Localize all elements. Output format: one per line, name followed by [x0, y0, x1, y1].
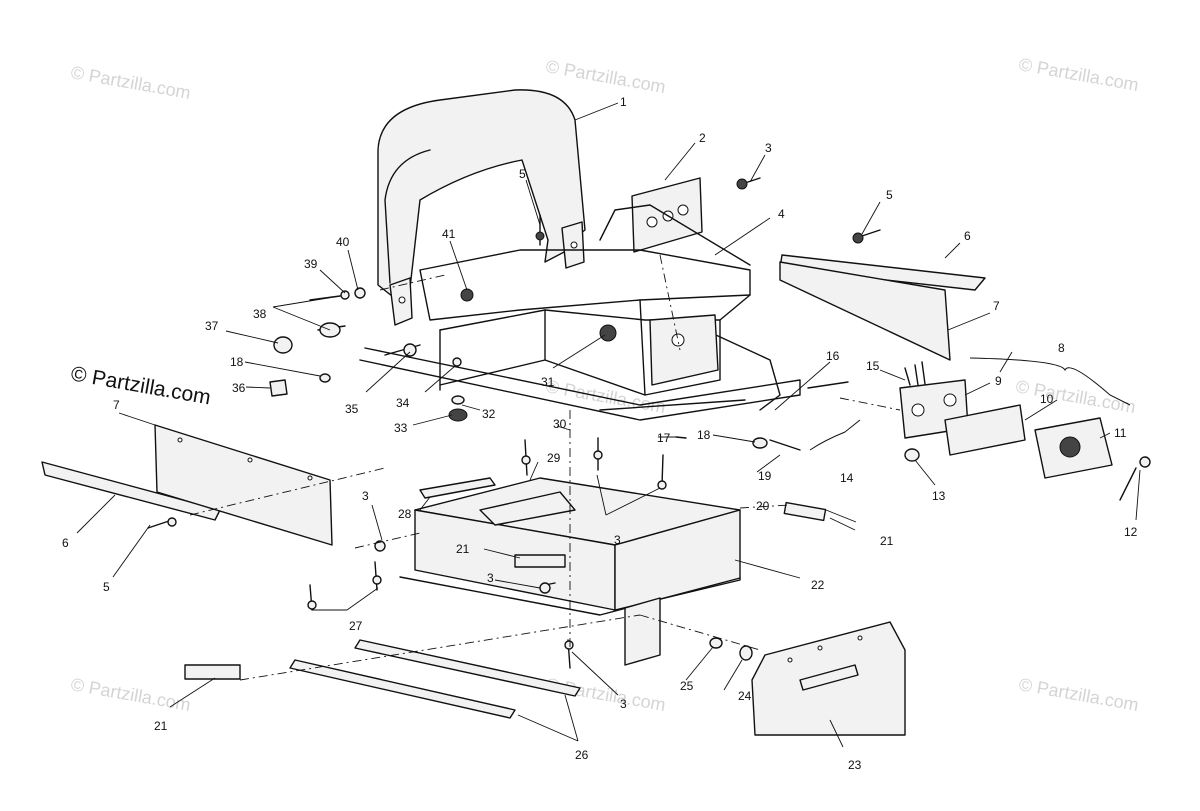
- callout-label: 27: [349, 619, 363, 633]
- callout-label: 3: [362, 489, 369, 503]
- callout-label: 9: [995, 374, 1002, 388]
- callout-label: 21: [456, 542, 470, 556]
- assembly-lines: [189, 254, 901, 681]
- label-decal: [783, 501, 827, 522]
- callout-label: 10: [1040, 392, 1054, 406]
- callout-label: 2: [699, 131, 706, 145]
- callout-label: 3: [487, 571, 494, 585]
- watermark-layer: © Partzilla.com © Partzilla.com © Partzi…: [69, 54, 1140, 715]
- cargo-box: [399, 477, 741, 666]
- callout-label: 6: [964, 229, 971, 243]
- callout-label: 12: [1124, 525, 1138, 539]
- callout-label: 5: [886, 188, 893, 202]
- callout-label: 21: [154, 719, 168, 733]
- callout-label: 4: [778, 207, 785, 221]
- callout-label: 24: [738, 689, 752, 703]
- callout-label: 22: [811, 578, 825, 592]
- callout-label: 33: [394, 421, 408, 435]
- watermark: © Partzilla.com: [544, 376, 667, 417]
- callout-label: 17: [657, 431, 671, 445]
- callout-label: 19: [758, 469, 772, 483]
- callout-label: 14: [840, 471, 854, 485]
- mud-flap: [751, 621, 906, 736]
- watermark: © Partzilla.com: [69, 62, 192, 103]
- callout-label: 6: [62, 536, 69, 550]
- callout-label: 28: [398, 507, 412, 521]
- watermark: © Partzilla.com: [1017, 54, 1140, 95]
- callout-label: 36: [232, 381, 246, 395]
- callout-label: 3: [620, 697, 627, 711]
- fasteners: [147, 177, 1151, 669]
- rack-frame: [419, 204, 781, 411]
- callout-label: 15: [866, 359, 880, 373]
- callout-label: 7: [993, 299, 1000, 313]
- callout-label: 11: [1114, 426, 1127, 440]
- watermark: © Partzilla.com: [1014, 376, 1137, 417]
- callout-label: 18: [697, 428, 711, 442]
- callout-label: 8: [1058, 341, 1065, 355]
- callout-label: 41: [442, 227, 456, 241]
- callout-label: 25: [680, 679, 694, 693]
- callout-label: 39: [304, 257, 318, 271]
- callout-label: 7: [113, 398, 120, 412]
- callout-label: 21: [880, 534, 894, 548]
- left-side-rail: [41, 424, 333, 546]
- callout-label: 35: [345, 402, 359, 416]
- cross-bar: [359, 347, 801, 421]
- callout-label: 20: [756, 499, 770, 513]
- watermark: © Partzilla.com: [544, 56, 667, 97]
- callout-label: 38: [253, 307, 267, 321]
- watermark: © Partzilla.com: [544, 674, 667, 715]
- callout-label: 3: [614, 533, 621, 547]
- callout-label: 5: [519, 167, 526, 181]
- right-side-rail: [779, 254, 986, 361]
- backrest: [377, 89, 586, 326]
- callout-label: 13: [932, 489, 946, 503]
- callout-label: 16: [826, 349, 840, 363]
- callout-label: 31: [541, 375, 555, 389]
- callout-label: 1: [620, 95, 627, 109]
- callout-label: 30: [553, 417, 567, 431]
- taillight-assembly: [899, 361, 1113, 479]
- callout-label: 37: [205, 319, 219, 333]
- watermark: © Partzilla.com: [1017, 674, 1140, 715]
- callout-label: 34: [396, 396, 410, 410]
- runners: [289, 639, 581, 719]
- callout-labels: 1 2 3 4 5 5 6 7 8 9 10 11 12 13 14 15 16…: [62, 95, 1138, 772]
- watermark: © Partzilla.com: [69, 674, 192, 715]
- callout-label: 32: [482, 407, 496, 421]
- label-decal: [184, 664, 241, 680]
- watermark-primary: © Partzilla.com: [69, 362, 212, 409]
- callout-label: 29: [547, 451, 561, 465]
- callout-label: 3: [765, 141, 772, 155]
- callout-label: 23: [848, 758, 862, 772]
- callout-label: 18: [230, 355, 244, 369]
- callout-label: 26: [575, 748, 589, 762]
- callout-label: 5: [103, 580, 110, 594]
- callout-label: 40: [336, 235, 350, 249]
- leader-lines: [76, 102, 1141, 748]
